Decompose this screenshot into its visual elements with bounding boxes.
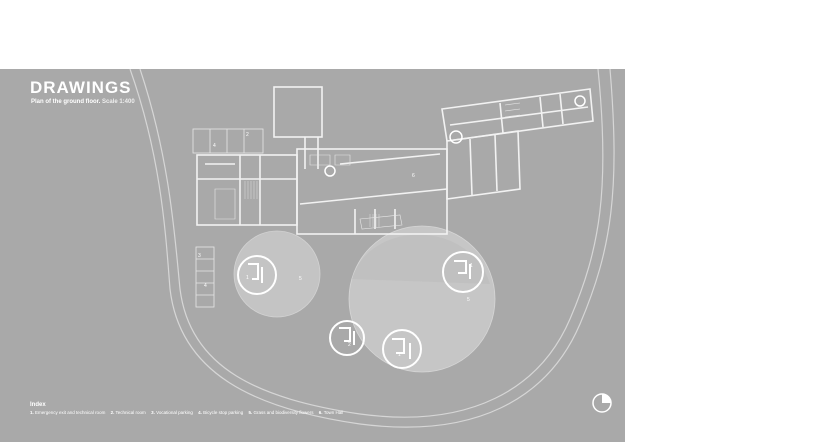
label-tech-room: 2 [246, 132, 249, 138]
index-heading: Index [30, 402, 46, 408]
drawing-subtitle: Plan of the ground floor. Scale 1:400 [31, 99, 135, 105]
index-item: 6. Town Hall [318, 410, 344, 415]
label-parking: 4 [213, 143, 216, 149]
label-grass-large: 5 [467, 297, 470, 303]
ground-floor-plan: 6 2 4 4 3 5 5 1 1 2 1 [129, 69, 615, 428]
pavilion-bottom-a [329, 320, 365, 356]
pavilion-left [237, 255, 277, 295]
right-wing [441, 88, 594, 142]
round-tower-center [324, 165, 336, 177]
index-item: 4. Bicycle stop parking [198, 410, 244, 415]
index-item: 5. Grass and biodiversity flowers [248, 410, 314, 415]
label-grass: 5 [299, 276, 302, 282]
pavilion-bottom-b [382, 329, 422, 369]
pavilion-walls [248, 260, 471, 359]
grass-areas [233, 225, 496, 373]
buildings [196, 86, 594, 235]
label-bike-b: 3 [198, 253, 201, 259]
interior-details [214, 102, 521, 230]
stairs [244, 181, 380, 227]
index-item: 1. Emergency exit and technical room [30, 410, 106, 415]
parking-left [195, 246, 215, 308]
east-connector [446, 130, 521, 200]
north-arrow [592, 393, 612, 413]
grass-overlap-arc [352, 234, 490, 284]
label-exit-bottom: 1 [398, 352, 401, 358]
label-exit-right: 1 [470, 263, 473, 269]
grass-circle-left [233, 230, 321, 318]
index-list: 1. Emergency exit and technical room 2. … [30, 410, 347, 415]
subtitle-text: Plan of the ground floor. [31, 99, 101, 105]
index-item: 2. Technical room [110, 410, 146, 415]
scale-text: Scale 1:400 [102, 99, 135, 105]
pavilions [237, 251, 484, 369]
parking-top [192, 128, 264, 154]
plan-labels: 6 2 4 4 3 5 5 1 1 2 1 [198, 132, 473, 358]
site-boundary [129, 69, 615, 428]
label-bike-a: 4 [204, 283, 207, 289]
drawing-title: DRAWINGS [30, 78, 132, 97]
tower-building [273, 86, 323, 138]
round-tower-northeast [574, 95, 586, 107]
label-exit-left: 1 [246, 275, 249, 281]
label-town-hall: 6 [412, 173, 415, 179]
index-item: 3. Vocational parking [151, 410, 193, 415]
round-tower-east [449, 130, 463, 144]
label-tech-bottom: 2 [348, 342, 351, 348]
pavilion-right [442, 251, 484, 293]
left-wing [196, 154, 298, 226]
